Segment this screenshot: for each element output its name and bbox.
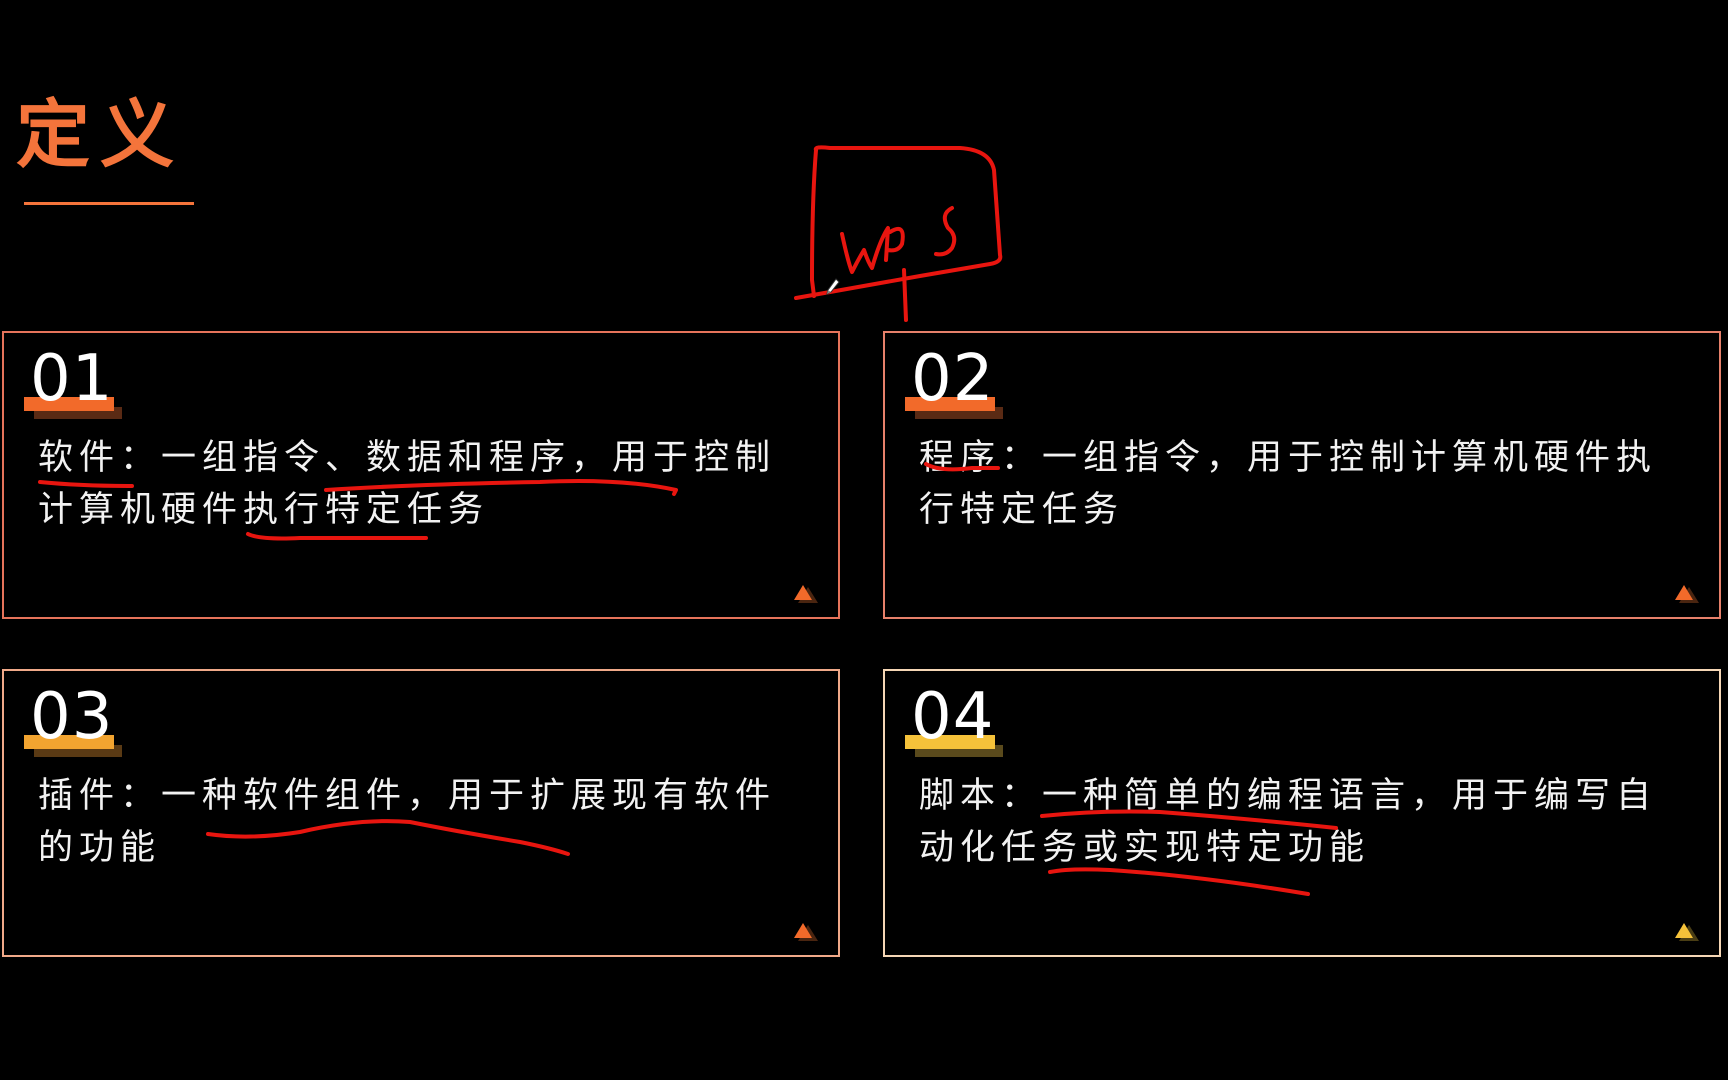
number-bar: [905, 735, 995, 749]
title-underline: [24, 202, 194, 205]
card-number: 02: [911, 342, 995, 416]
sketch-box: [794, 145, 1003, 300]
card-description: 程序：一组指令，用于控制计算机硬件执行特定任务: [919, 438, 1658, 530]
card-description: 插件：一种软件组件，用于扩展现有软件的功能: [38, 776, 777, 868]
card-number: 01: [30, 342, 114, 416]
triangle-icon: [794, 585, 818, 603]
number-bar: [24, 397, 114, 411]
card-number-badge: 02: [905, 347, 1005, 419]
definition-card-script: 04 脚本：一种简单的编程语言，用于编写自动化任务或实现特定功能: [883, 669, 1721, 957]
triangle-icon: [1675, 585, 1699, 603]
triangle-icon: [794, 923, 818, 941]
sketch-text-wps: [840, 206, 957, 274]
card-number: 04: [911, 680, 995, 754]
sketch-box-left: [810, 148, 818, 298]
triangle-icon: [1675, 923, 1699, 941]
definition-card-program: 02 程序：一组指令，用于控制计算机硬件执行特定任务: [883, 331, 1721, 619]
card-description: 脚本：一种简单的编程语言，用于编写自动化任务或实现特定功能: [919, 776, 1658, 868]
card-number-badge: 04: [905, 685, 1005, 757]
definition-card-software: 01 软件：一组指令、数据和程序，用于控制计算机硬件执行特定任务: [2, 331, 840, 619]
number-bar: [24, 735, 114, 749]
card-number: 03: [30, 680, 114, 754]
sketch-stem: [902, 268, 908, 322]
number-bar: [905, 397, 995, 411]
card-number-badge: 01: [24, 347, 124, 419]
definition-card-plugin: 03 插件：一种软件组件，用于扩展现有软件的功能: [2, 669, 840, 957]
card-number-badge: 03: [24, 685, 124, 757]
pen-cursor-icon: [826, 278, 840, 295]
slide-title: 定义: [16, 92, 184, 178]
card-description: 软件：一组指令、数据和程序，用于控制计算机硬件执行特定任务: [38, 438, 777, 530]
